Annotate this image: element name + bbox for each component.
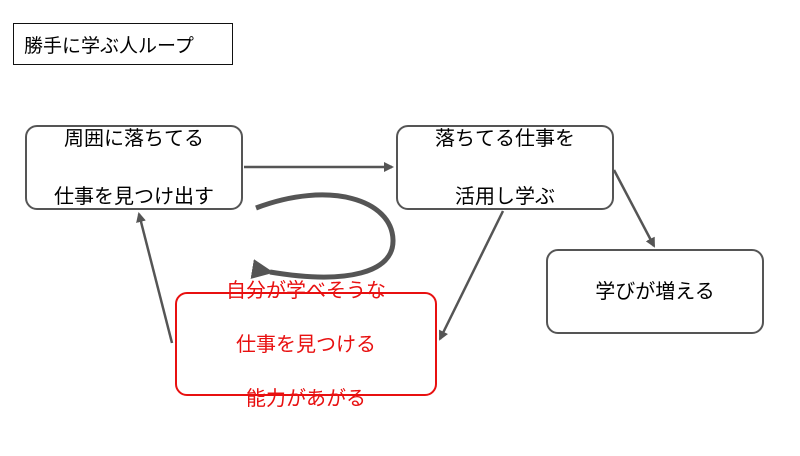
node-use-line-2: 活用し学ぶ [455,184,555,208]
node-ability-line-1: 自分が学べそうな [226,277,386,302]
arrow-use-to-grow [612,169,656,248]
node-grow-line-1: 学びが増える [595,279,715,303]
node-ability-line-3: 能力があがる [246,385,366,410]
node-find-line-1: 周囲に落ちてる [64,126,204,150]
node-ability-line-2: 仕事を見つける [236,331,376,356]
node-find-line-2: 仕事を見つけ出す [54,184,214,208]
node-learning-grows: 学びが増える [546,249,764,334]
node-use-and-learn: 落ちてる仕事を 活用し学ぶ [396,125,614,210]
diagram-title-text: 勝手に学ぶ人ループ [24,34,194,57]
node-find-work: 周囲に落ちてる 仕事を見つけ出す [25,125,243,210]
node-use-line-1: 落ちてる仕事を [435,126,575,150]
node-ability-rises: 自分が学べそうな 仕事を見つける 能力があがる [175,278,437,410]
diagram-title: 勝手に学ぶ人ループ [13,23,233,65]
